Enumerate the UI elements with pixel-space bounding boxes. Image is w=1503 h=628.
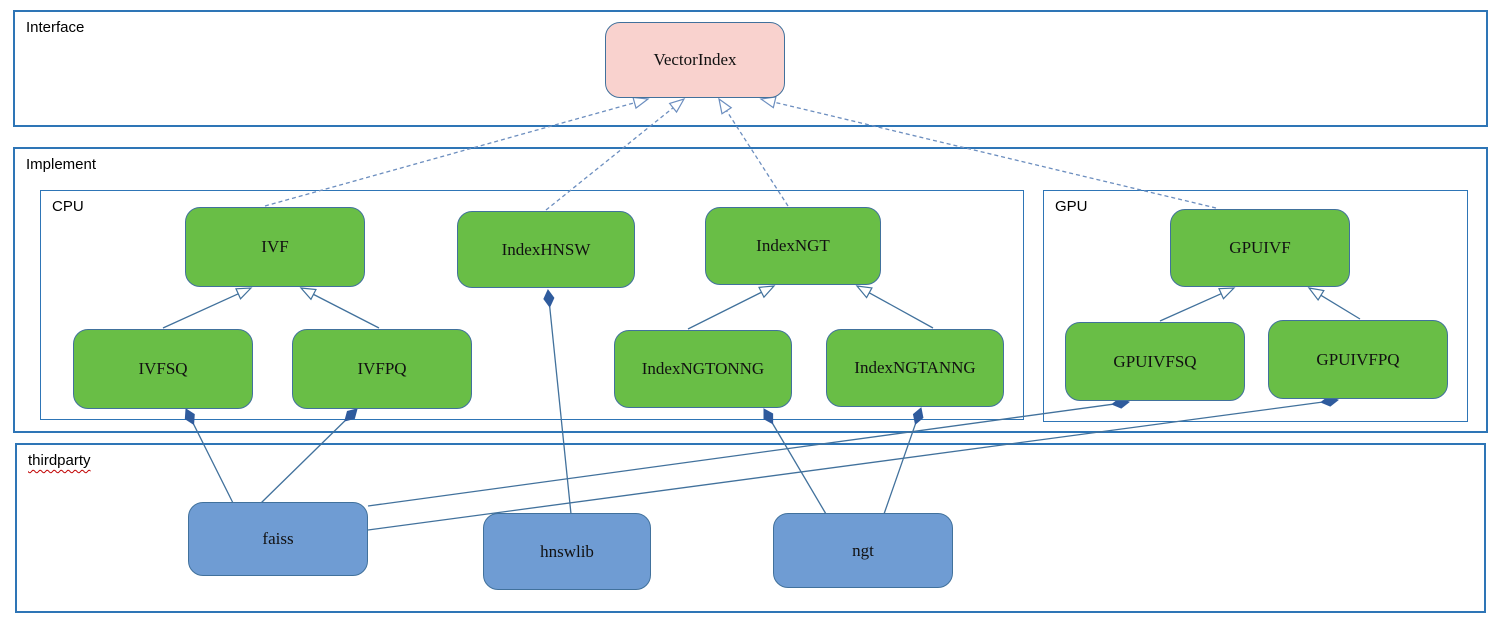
gpu-label: GPU: [1055, 198, 1088, 215]
node-ivfpq: IVFPQ: [292, 329, 472, 409]
node-gpuivf: GPUIVF: [1170, 209, 1350, 287]
node-vectorindex: VectorIndex: [605, 22, 785, 98]
node-indexngtonng: IndexNGTONNG: [614, 330, 792, 408]
node-gpuivfsq: GPUIVFSQ: [1065, 322, 1245, 401]
thirdparty-label: thirdparty: [28, 452, 91, 469]
node-indexngtanng: IndexNGTANNG: [826, 329, 1004, 407]
interface-label: Interface: [26, 19, 85, 36]
node-ivf: IVF: [185, 207, 365, 287]
node-gpuivfpq: GPUIVFPQ: [1268, 320, 1448, 399]
node-indexngt: IndexNGT: [705, 207, 881, 285]
implement-label: Implement: [26, 156, 97, 173]
cpu-label: CPU: [52, 198, 84, 215]
node-ivfsq: IVFSQ: [73, 329, 253, 409]
node-hnswlib: hnswlib: [483, 513, 651, 590]
node-faiss: faiss: [188, 502, 368, 576]
node-ngt: ngt: [773, 513, 953, 588]
node-indexhnsw: IndexHNSW: [457, 211, 635, 288]
